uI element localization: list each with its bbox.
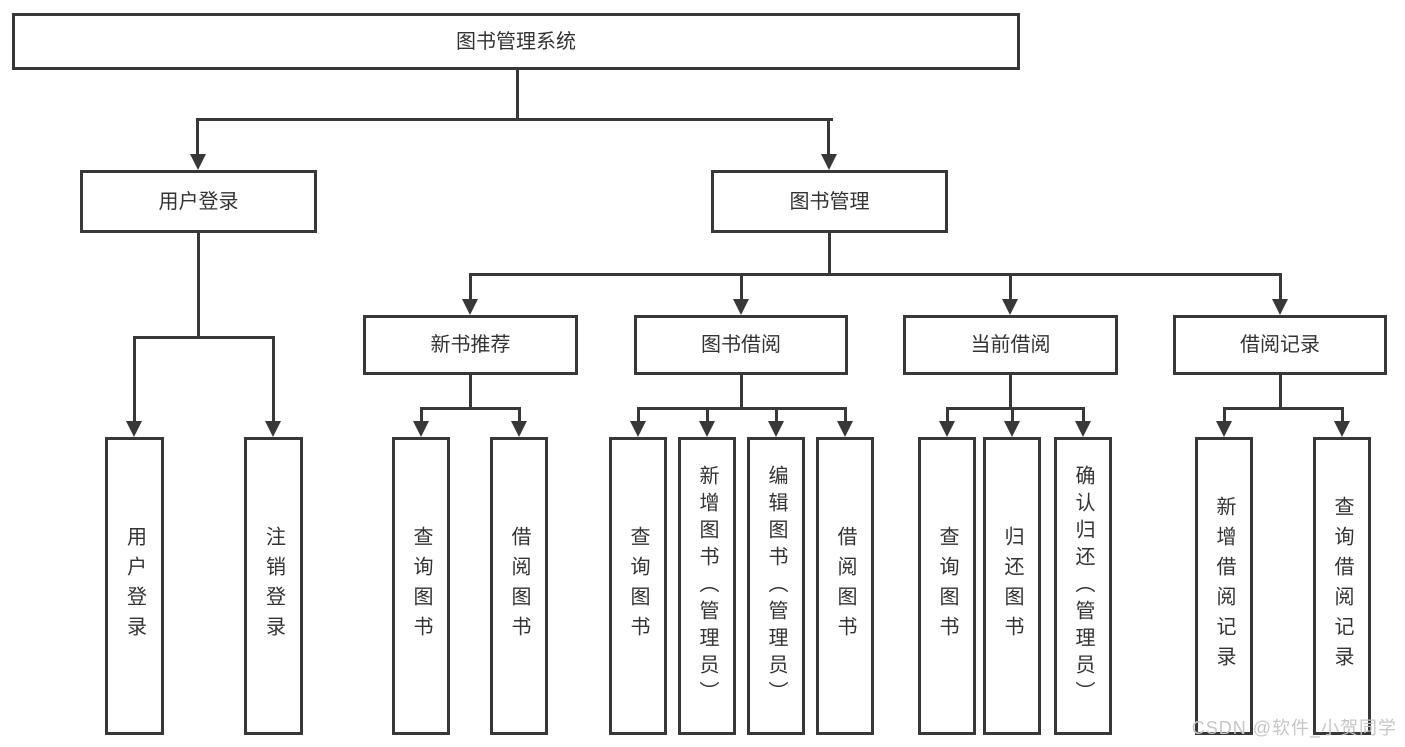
- connector-line: [637, 407, 847, 410]
- connector-line: [844, 410, 847, 423]
- arrow-down-icon: [1272, 299, 1288, 315]
- arrow-down-icon: [821, 154, 837, 170]
- connector-line: [272, 339, 275, 422]
- connector-line: [637, 410, 640, 423]
- csdn-watermark: CSDN @软件_小贺同学: [1191, 718, 1397, 738]
- leaf-confirm-return-admin: 确认归还（管理员）: [1054, 437, 1112, 735]
- arrow-down-icon: [699, 421, 715, 437]
- arrow-down-icon: [630, 421, 646, 437]
- connector-line: [469, 375, 472, 407]
- arrow-down-icon: [939, 421, 955, 437]
- connector-line: [1341, 410, 1344, 423]
- node-new-book-recommend: 新书推荐: [363, 315, 578, 375]
- leaf-add-borrow-record: 新增借阅记录: [1195, 437, 1253, 735]
- arrow-down-icon: [462, 299, 478, 315]
- connector-line: [196, 121, 199, 155]
- leaf-user-login: 用户登录: [105, 437, 164, 735]
- arrow-down-icon: [837, 421, 853, 437]
- connector-line: [469, 276, 472, 300]
- connector-line: [516, 70, 519, 118]
- connector-line: [133, 336, 275, 339]
- connector-line: [1011, 410, 1014, 423]
- connector-line: [1279, 375, 1282, 407]
- arrow-down-icon: [733, 299, 749, 315]
- leaf-logout: 注销登录: [244, 437, 303, 735]
- node-book-management-system: 图书管理系统: [12, 13, 1020, 70]
- arrow-down-icon: [1002, 299, 1018, 315]
- arrow-down-icon: [511, 421, 527, 437]
- connector-line: [420, 410, 423, 423]
- node-book-management: 图书管理: [711, 170, 948, 233]
- arrow-down-icon: [413, 421, 429, 437]
- node-borrowing-records: 借阅记录: [1173, 315, 1387, 375]
- node-book-borrowing: 图书借阅: [634, 315, 848, 375]
- connector-line: [1223, 410, 1226, 423]
- arrow-down-icon: [126, 421, 142, 437]
- leaf-edit-books-admin: 编辑图书（管理员）: [747, 437, 805, 735]
- connector-line: [1082, 410, 1085, 423]
- leaf-query-books-recommend: 查询图书: [392, 437, 450, 735]
- arrow-down-icon: [265, 421, 281, 437]
- connector-line: [196, 118, 833, 121]
- connector-line: [197, 233, 200, 336]
- node-current-borrowing: 当前借阅: [903, 315, 1118, 375]
- connector-line: [827, 121, 830, 155]
- arrow-down-icon: [190, 154, 206, 170]
- connector-line: [1223, 407, 1344, 410]
- arrow-down-icon: [1075, 421, 1091, 437]
- connector-line: [133, 339, 136, 422]
- leaf-query-books-borrow: 查询图书: [609, 437, 667, 735]
- leaf-add-books-admin: 新增图书（管理员）: [678, 437, 736, 735]
- connector-line: [518, 410, 521, 423]
- arrow-down-icon: [768, 421, 784, 437]
- leaf-query-books-current: 查询图书: [918, 437, 976, 735]
- leaf-borrow-books: 借阅图书: [816, 437, 874, 735]
- connector-line: [1009, 375, 1012, 407]
- leaf-borrow-books-recommend: 借阅图书: [490, 437, 548, 735]
- arrow-down-icon: [1334, 421, 1350, 437]
- connector-line: [946, 407, 1085, 410]
- leaf-return-books: 归还图书: [983, 437, 1041, 735]
- connector-line: [706, 410, 709, 423]
- connector-line: [775, 410, 778, 423]
- leaf-query-borrow-record: 查询借阅记录: [1313, 437, 1371, 735]
- arrow-down-icon: [1004, 421, 1020, 437]
- connector-line: [1279, 276, 1282, 300]
- connector-line: [469, 273, 1282, 276]
- connector-line: [740, 276, 743, 300]
- arrow-down-icon: [1216, 421, 1232, 437]
- connector-line: [828, 233, 831, 273]
- node-user-login: 用户登录: [80, 170, 317, 233]
- connector-line: [946, 410, 949, 423]
- connector-line: [420, 407, 521, 410]
- connector-line: [740, 375, 743, 407]
- connector-line: [1009, 276, 1012, 300]
